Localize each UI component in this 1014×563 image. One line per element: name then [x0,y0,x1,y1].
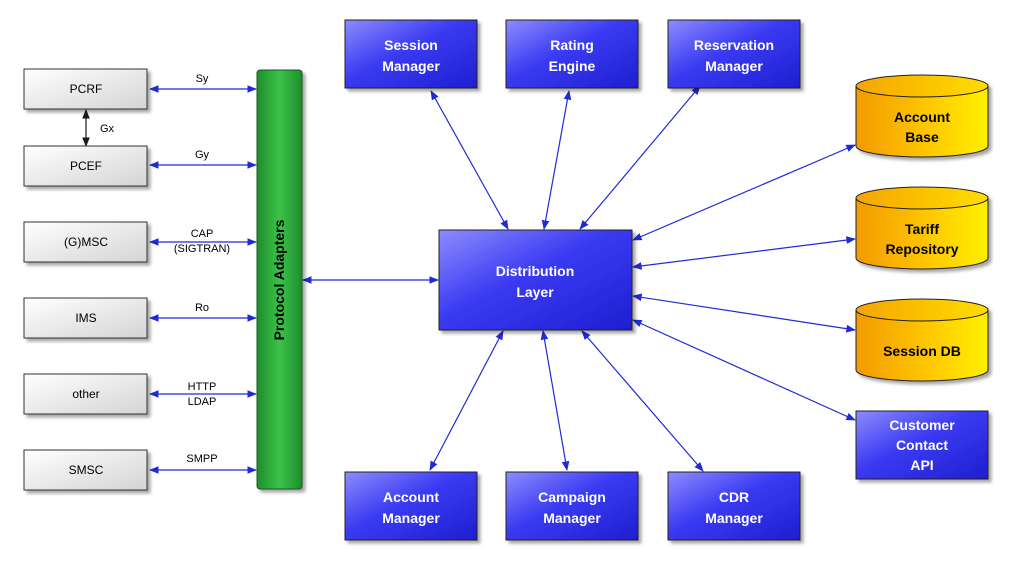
smpp-label: SMPP [186,453,217,465]
external-systems: PCRF PCEF (G)MSC IMS other SMSC [23,68,148,491]
account-base-db[interactable]: Account Base [855,74,989,158]
smsc-box[interactable]: SMSC [23,449,148,491]
gy-label: Gy [195,149,210,161]
smsc-label: SMSC [69,463,104,477]
reservation-manager-line2: Manager [705,58,763,74]
other-box[interactable]: other [23,373,148,415]
customer-contact-api-line1: Customer [889,417,955,433]
sy-label: Sy [196,73,209,85]
protocol-adapters[interactable]: Protocol Adapters [256,69,303,490]
tariff-repository-db[interactable]: Tariff Repository [855,186,989,270]
account-manager-connector [429,330,504,471]
reservation-manager-line1: Reservation [694,37,774,53]
protocol-adapters-label: Protocol Adapters [271,219,287,340]
cdr-manager-line1: CDR [719,489,749,505]
cdr-manager-connector [581,330,704,472]
other-label: other [72,387,99,401]
gmsc-box[interactable]: (G)MSC [23,221,148,263]
gx-label: Gx [100,123,115,135]
rating-engine-connector [541,90,572,230]
account-base-connector [632,144,856,241]
campaign-manager-connector [540,330,570,471]
ldap-label: LDAP [188,396,217,408]
distribution-layer-line2: Layer [516,284,554,300]
cdr-manager-box[interactable]: CDR Manager [667,471,801,541]
session-db-line1: Session DB [883,343,961,359]
ims-box[interactable]: IMS [23,297,148,339]
session-manager-connector [430,90,509,230]
customer-contact-api-line2: Contact [896,437,948,453]
pcef-label: PCEF [70,159,102,173]
rating-engine-box[interactable]: Rating Engine [505,19,639,89]
session-manager-box[interactable]: Session Manager [344,19,478,89]
pcrf-box[interactable]: PCRF [23,68,148,110]
reservation-manager-box[interactable]: Reservation Manager [667,19,801,89]
rating-engine-line1: Rating [550,37,594,53]
customer-contact-api-line3: API [910,457,933,473]
campaign-manager-line2: Manager [543,510,601,526]
account-manager-line2: Manager [382,510,440,526]
cap-label: CAP [191,228,214,240]
http-label: HTTP [188,381,217,393]
tariff-repository-line2: Repository [885,241,958,257]
interface-labels: Sy Gy CAP (SIGTRAN) Ro HTTP LDAP SMPP Gx [100,73,230,465]
customer-contact-api-connector [632,319,856,421]
tariff-repository-connector [632,236,856,270]
campaign-manager-box[interactable]: Campaign Manager [505,471,639,541]
session-db-connector [632,293,856,333]
pcrf-label: PCRF [70,82,103,96]
campaign-manager-line1: Campaign [538,489,606,505]
account-base-line1: Account [894,109,950,125]
account-manager-box[interactable]: Account Manager [344,471,478,541]
sigtran-label: (SIGTRAN) [174,243,230,255]
tariff-repository-line1: Tariff [905,221,939,237]
pcef-box[interactable]: PCEF [23,145,148,187]
session-db-db[interactable]: Session DB [855,298,989,382]
customer-contact-api-box[interactable]: Customer Contact API [855,410,989,480]
connectors [82,85,856,474]
distribution-layer-line1: Distribution [496,263,575,279]
account-base-line2: Base [905,129,939,145]
gmsc-label: (G)MSC [64,235,108,249]
ro-label: Ro [195,302,209,314]
reservation-manager-connector [579,85,701,230]
ims-label: IMS [75,311,96,325]
session-manager-line2: Manager [382,58,440,74]
session-manager-line1: Session [384,37,438,53]
distribution-layer-box[interactable]: Distribution Layer [438,229,633,331]
account-manager-line1: Account [383,489,439,505]
cdr-manager-line2: Manager [705,510,763,526]
rating-engine-line2: Engine [549,58,596,74]
